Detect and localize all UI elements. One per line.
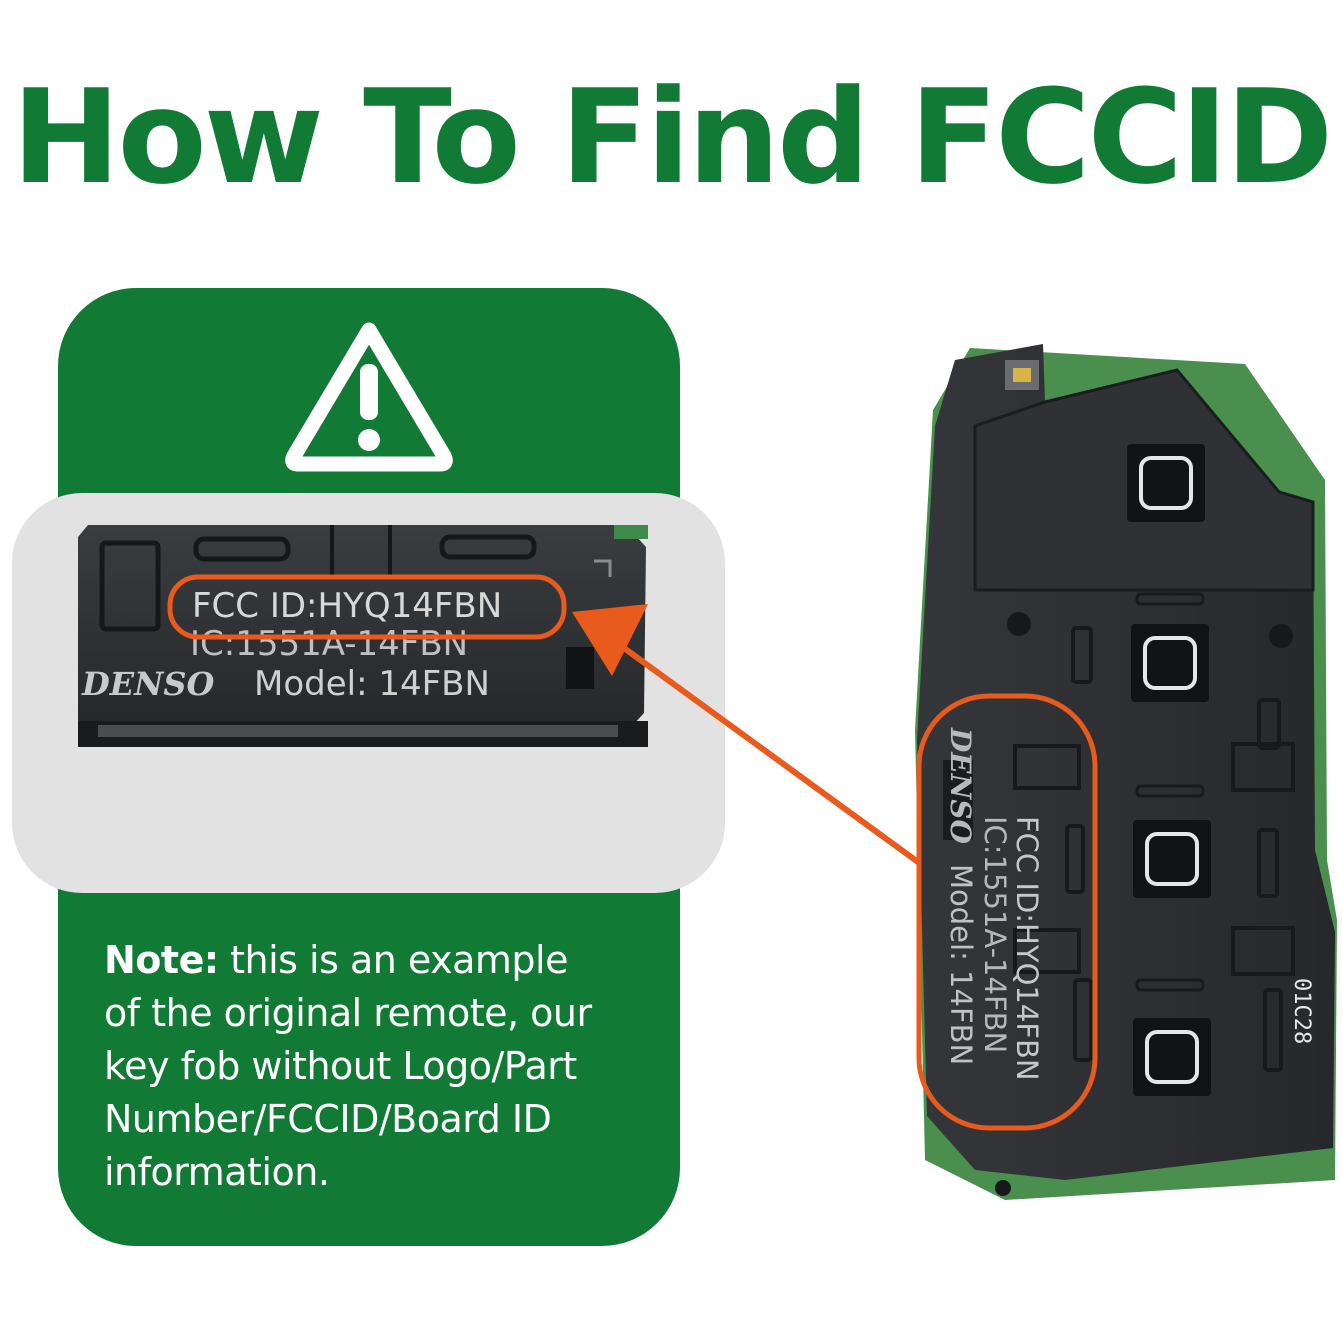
note-line-2: of the original remote, our — [104, 991, 592, 1035]
note-line-4: Number/FCCID/Board ID — [104, 1097, 552, 1141]
zoom-fcc-line: FCC ID:HYQ14FBN — [192, 586, 502, 626]
fob-fcc-line: FCC ID:HYQ14FBN — [1010, 816, 1044, 1081]
fob-brand: DENSO — [944, 727, 977, 844]
page-title: How To Find FCCID — [11, 61, 1334, 213]
button-switch-2 — [1131, 624, 1209, 702]
label-closeup-photo: FCC ID:HYQ14FBN IC:1551A-14FBN DENSO Mod… — [78, 525, 648, 747]
zoom-brand: DENSO — [81, 665, 215, 703]
button-switch-4 — [1133, 1018, 1211, 1096]
fob-board-code: 01C28 — [1289, 978, 1314, 1044]
zoom-ic-line: IC:1551A-14FBN — [190, 624, 468, 664]
note-line-1: this is an example — [218, 938, 568, 982]
fob-ic-line: IC:1551A-14FBN — [978, 816, 1012, 1053]
fob-model-line: Model: 14FBN — [944, 864, 978, 1065]
note-lead: Note: — [104, 938, 219, 982]
note-text: Note: this is an example of the original… — [104, 934, 664, 1199]
button-switch-1 — [1127, 444, 1205, 522]
zoom-model-line: Model: 14FBN — [254, 664, 490, 704]
warning-triangle-icon — [285, 322, 453, 472]
key-fob-photo: DENSO FCC ID:HYQ14FBN IC:1551A-14FBN Mod… — [915, 344, 1337, 1200]
button-switch-3 — [1133, 820, 1211, 898]
note-line-5: information. — [104, 1150, 330, 1194]
note-line-3: key fob without Logo/Part — [104, 1044, 577, 1088]
